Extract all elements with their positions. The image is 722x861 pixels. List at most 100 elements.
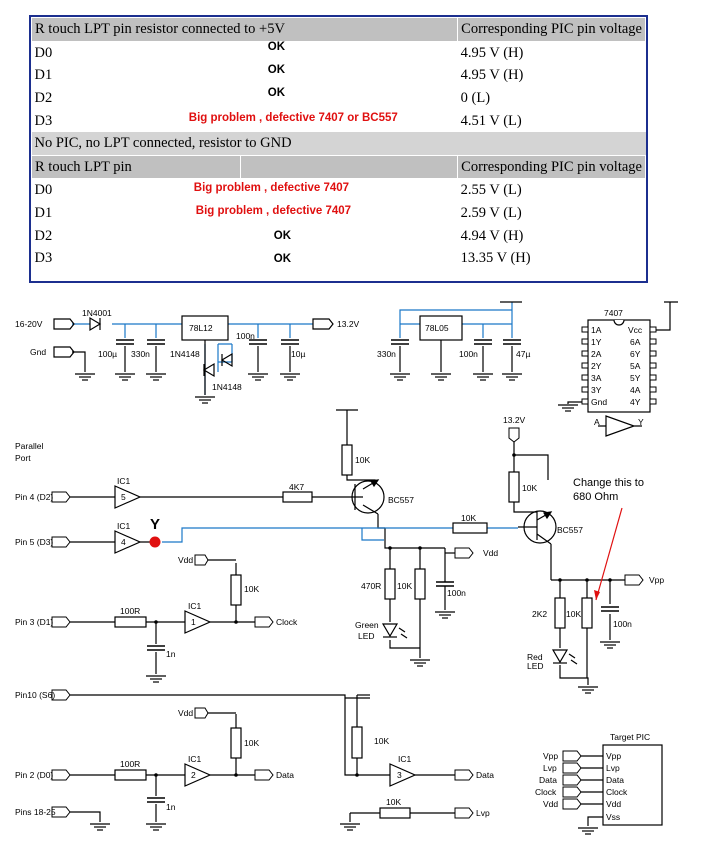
table-row: D0 OK 4.95 V (H) (32, 41, 646, 64)
power-supply: 16-20V Gnd 1N4001 78L12 78L05 13.2V 100µ… (15, 301, 530, 404)
pin-test-grid: R touch LPT pin resistor connected to +5… (30, 17, 646, 270)
c100n-label: 100n (447, 588, 466, 598)
gnd-label: Gnd (30, 347, 46, 357)
bc557-label: BC557 (557, 525, 583, 535)
table-row: D1 OK 4.95 V (H) (32, 64, 646, 87)
diode-1n4001-label: 1N4001 (82, 308, 112, 318)
status-cell: OK (273, 252, 292, 265)
regulator-78l05 (419, 315, 463, 341)
cap-100n-b-label: 100n (459, 349, 478, 359)
clock-flag-label: Clock (276, 617, 298, 627)
r10k-label: 10K (244, 584, 259, 594)
r4k7-label: 4K7 (289, 482, 304, 492)
table-row: D2 OK 0 (L) (32, 87, 646, 110)
voltage-cell: 0 (L) (460, 90, 491, 107)
reg1-label: 78L12 (189, 323, 213, 333)
lpt-pin3-label: Pin 3 (D1) (15, 617, 53, 627)
chip-7407: 7407 1A 1Y 2A 2Y 3A 3Y Gnd Vcc 6A 6Y 5A … (557, 301, 678, 437)
cap-47u-label: 47µ (516, 349, 530, 359)
target-left-label: Clock (535, 787, 557, 797)
voltage-cell: 2.59 V (L) (460, 205, 522, 222)
r10k-label: 10K (522, 483, 537, 493)
ic1-label: IC1 (188, 754, 202, 764)
resistor-470r (384, 568, 396, 600)
resistor-100r (114, 616, 147, 628)
table-row: D2 OK 4.94 V (H) (32, 224, 646, 247)
target-pic-title: Target PIC (610, 732, 650, 742)
pin-cell: D2 (34, 90, 53, 107)
parallel-port-title: Parallel (15, 441, 43, 451)
table-row: D3 Big problem , defective 7407 or BC557… (32, 109, 646, 132)
target-left-label: Lvp (543, 763, 557, 773)
buffer-gate-5 (114, 485, 142, 509)
resistor-10k (351, 726, 363, 759)
resistor-10k (230, 574, 242, 606)
resistor-10k (341, 444, 353, 476)
r10k-label: 10K (566, 609, 581, 619)
transistor-bc557 (351, 480, 385, 514)
target-left-label: Vdd (543, 799, 558, 809)
resistor-10k (452, 522, 488, 534)
resistor-100r (114, 769, 147, 781)
ic1-label: IC1 (398, 754, 412, 764)
resistor-10k (508, 471, 520, 503)
buffer-output-label: Y (638, 417, 644, 427)
diode-1n4148-b-label: 1N4148 (212, 382, 242, 392)
resistor-10k (230, 727, 242, 759)
data-flag-label: Data (276, 770, 294, 780)
chip-7407-title: 7407 (604, 308, 623, 318)
target-pin-label: Vpp (606, 751, 621, 761)
gate-number: 4 (121, 537, 126, 547)
header-touch-pin: R touch LPT pin (30, 154, 242, 180)
gate-number: 3 (397, 770, 402, 780)
vpp-driver: Parallel Port Pin 4 (D2) Pin 5 (D3) Pin … (15, 409, 664, 831)
status-cell: OK (267, 63, 286, 76)
r2k2-label: 2K2 (532, 609, 547, 619)
status-cell: Big problem , defective 7407 or BC557 (188, 112, 398, 125)
chip-pin-label: Gnd (591, 397, 607, 407)
cap-100u-label: 100µ (98, 349, 117, 359)
cap-330n-a-label: 330n (131, 349, 150, 359)
change-note-line2: 680 Ohm (573, 491, 618, 503)
chip-pin-label: Vcc (628, 325, 643, 335)
resistor-2k2 (554, 597, 566, 629)
transistor-bc557 (523, 510, 557, 544)
pin-cell: D1 (34, 67, 53, 84)
ic1-label: IC1 (117, 521, 131, 531)
lpt-pin4-label: Pin 4 (D2) (15, 492, 53, 502)
y-test-point-marker (149, 536, 161, 548)
pin-cell: D3 (34, 112, 53, 129)
gate-number: 1 (191, 617, 196, 627)
table-header-row: R touch LPT pin resistor connected to +5… (30, 17, 646, 42)
red-led-label: Red (527, 652, 543, 662)
chip-pin-label: 1A (591, 325, 602, 335)
led-label: LED (527, 661, 544, 671)
chip-pin-label: 3Y (591, 385, 602, 395)
r10k-label: 10K (374, 736, 389, 746)
bc557-label: BC557 (388, 495, 414, 505)
pin-cell: D0 (34, 44, 53, 61)
status-cell: Big problem , defective 7407 (195, 204, 352, 217)
resistor-4k7 (282, 491, 313, 503)
table-row: D3 OK 13.35 V (H) (32, 247, 646, 270)
header-pic-voltage: Corresponding PIC pin voltage (457, 154, 646, 180)
r10k-label: 10K (461, 513, 476, 523)
vpp-flag-label: Vpp (649, 575, 664, 585)
target-left-label: Data (539, 775, 557, 785)
gate-number: 2 (191, 770, 196, 780)
voltage-cell: 4.51 V (L) (460, 112, 522, 129)
chip-pin-label: 6A (630, 337, 641, 347)
led-label: LED (358, 631, 375, 641)
section-title-row: No PIC, no LPT connected, resistor to GN… (31, 131, 646, 156)
cap-100n-a-label: 100n (236, 331, 255, 341)
target-pic-block: Target PIC Vpp Lvp Data Clock Vdd Vpp Lv… (535, 732, 663, 835)
vdd-label: Vdd (178, 708, 193, 718)
ic1-label: IC1 (117, 476, 131, 486)
resistor-10k-change (581, 597, 593, 629)
green-led-label: Green (355, 620, 379, 630)
chip-pin-label: 6Y (630, 349, 641, 359)
lpt-pin10-label: Pin10 (S6) (15, 690, 55, 700)
r10k-label: 10K (397, 581, 412, 591)
reg2-label: 78L05 (425, 323, 449, 333)
c1n-label: 1n (166, 649, 176, 659)
